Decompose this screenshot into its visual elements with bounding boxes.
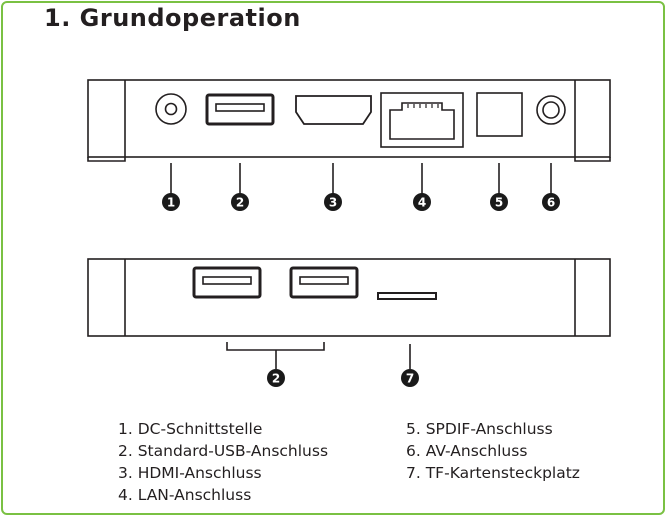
svg-text:6: 6 xyxy=(547,196,555,210)
legend-item-dc: 1. DC-Schnittstelle xyxy=(118,420,263,438)
badge-7: 7 xyxy=(401,369,419,387)
usb-port-2-icon xyxy=(289,266,359,299)
badge-2: 2 xyxy=(231,193,249,211)
legend-item-av: 6. AV-Anschluss xyxy=(406,442,528,460)
device-rear-panel xyxy=(87,79,611,194)
svg-text:3: 3 xyxy=(329,196,337,210)
usb-port-1-icon xyxy=(192,266,262,299)
legend-item-hdmi: 3. HDMI-Anschluss xyxy=(118,464,262,482)
device-rear-body xyxy=(87,79,611,158)
legend-item-usb: 2. Standard-USB-Anschluss xyxy=(118,442,329,460)
hdmi-port-icon xyxy=(295,95,372,125)
page-title: 1. Grundoperation xyxy=(44,4,301,32)
svg-text:2: 2 xyxy=(272,372,280,386)
legend-left: 1. DC-Schnittstelle 2. Standard-USB-Ansc… xyxy=(118,418,328,506)
badge-5: 5 xyxy=(490,193,508,211)
tf-card-slot-icon xyxy=(377,292,437,300)
badge-1: 1 xyxy=(162,193,180,211)
legend-item-lan: 4. LAN-Anschluss xyxy=(118,486,252,504)
legend-right: 5. SPDIF-Anschluss 6. AV-Anschluss 7. TF… xyxy=(406,418,580,484)
badge-6: 6 xyxy=(542,193,560,211)
usb-port-icon xyxy=(205,93,275,126)
svg-text:4: 4 xyxy=(418,196,426,210)
device-side-panel xyxy=(87,258,611,369)
svg-text:5: 5 xyxy=(495,196,503,210)
badge-4: 4 xyxy=(413,193,431,211)
av-port-icon xyxy=(536,95,566,125)
dc-port-icon xyxy=(155,93,187,125)
svg-text:1: 1 xyxy=(167,196,175,210)
spdif-port-icon xyxy=(476,92,523,137)
legend-item-tf: 7. TF-Kartensteckplatz xyxy=(406,464,580,482)
device-side-body xyxy=(87,258,611,337)
svg-text:7: 7 xyxy=(406,372,414,386)
lan-port-icon xyxy=(380,92,464,148)
usb-bracket xyxy=(226,342,325,351)
legend-item-spdif: 5. SPDIF-Anschluss xyxy=(406,420,553,438)
diagram-frame xyxy=(1,1,665,515)
svg-text:2: 2 xyxy=(236,196,244,210)
badge-usb: 2 xyxy=(267,369,285,387)
badge-3: 3 xyxy=(324,193,342,211)
